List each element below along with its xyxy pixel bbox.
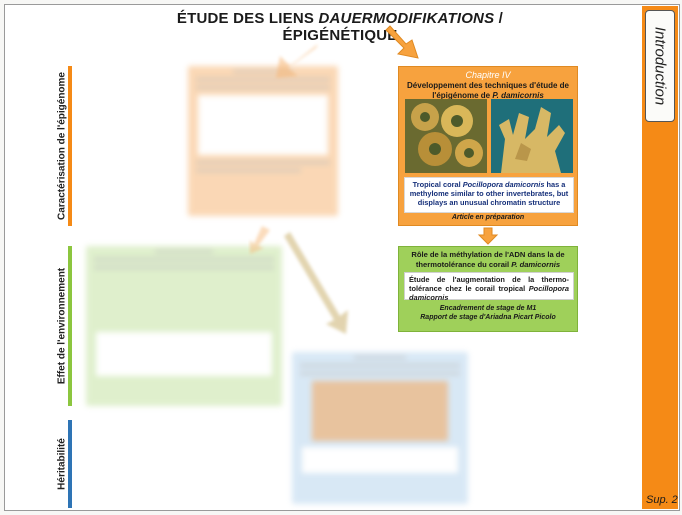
internship-title-main: Rôle de la méthylation de l'ADN dans la … [411,250,565,269]
article-text-p2: has a methylome similar to other inverte… [409,180,569,207]
chapter-iv-title-species: P. damicornis [492,91,544,100]
internship-footer-line1: Encadrement de stage de M1 [439,305,537,312]
internship-footer: Encadrement de stage de M1 Rapport de st… [399,304,577,322]
internship-title-species: P. damicornis [511,259,561,269]
chapter-iv-title-main: Développement des techniques d'étude de … [407,81,569,100]
article-status: Article en préparation [451,214,525,221]
section-bar-environment [68,246,72,406]
internship-card: Rôle de la méthylation de l'ADN dans la … [398,246,578,332]
chapter-iv-card: Chapitre IV Développement des techniques… [398,66,578,226]
internship-report-box: Étude de l'augmentation de la thermo-tol… [404,272,574,302]
blurred-chapter-card [86,246,282,406]
article-text-p1: Tropical coral [412,180,463,189]
report-text-species: Pocillopora damicornis [409,284,569,302]
internship-title: Rôle de la méthylation de l'ADN dans la … [399,250,577,269]
title-part1: ÉTUDE DES LIENS [176,10,319,27]
arrow-down-icon [477,227,499,245]
blurred-chapter-card [188,66,338,216]
internship-footer-line2: Rapport de stage d'Ariadna Picart Picolo [420,314,556,321]
report-text-p1: Étude de l'augmentation de la thermo-tol… [409,275,569,293]
title-part2: DAUERMODIFIKATIONS [318,10,495,27]
coral-photo [491,99,573,173]
arrow-diagonal-icon [276,44,318,78]
page-title: ÉTUDE DES LIENS DAUERMODIFIKATIONS / ÉPI… [120,10,560,44]
tab-introduction[interactable]: Introduction [645,10,675,122]
chapter-iv-title: Développement des techniques d'étude de … [399,81,577,101]
blurred-chapter-card [292,352,468,504]
chapter-iv-label: Chapitre IV [465,70,511,80]
title-part3: / ÉPIGÉNÉTIQUE [282,10,504,44]
arrow-diagonal-icon [385,25,419,59]
arrow-diagonal-icon [284,232,348,334]
chapter-iv-article-box: Tropical coral Pocillopora damicornis ha… [404,177,574,213]
coral-photos [405,99,573,173]
article-text-species: Pocillopora damicornis [462,180,545,189]
arrow-diagonal-icon [250,226,270,254]
section-bar-epigenome [68,66,72,226]
section-bar-heredity [68,420,72,508]
slide-number: Sup. 2 [646,494,678,506]
coral-photo [405,99,487,173]
